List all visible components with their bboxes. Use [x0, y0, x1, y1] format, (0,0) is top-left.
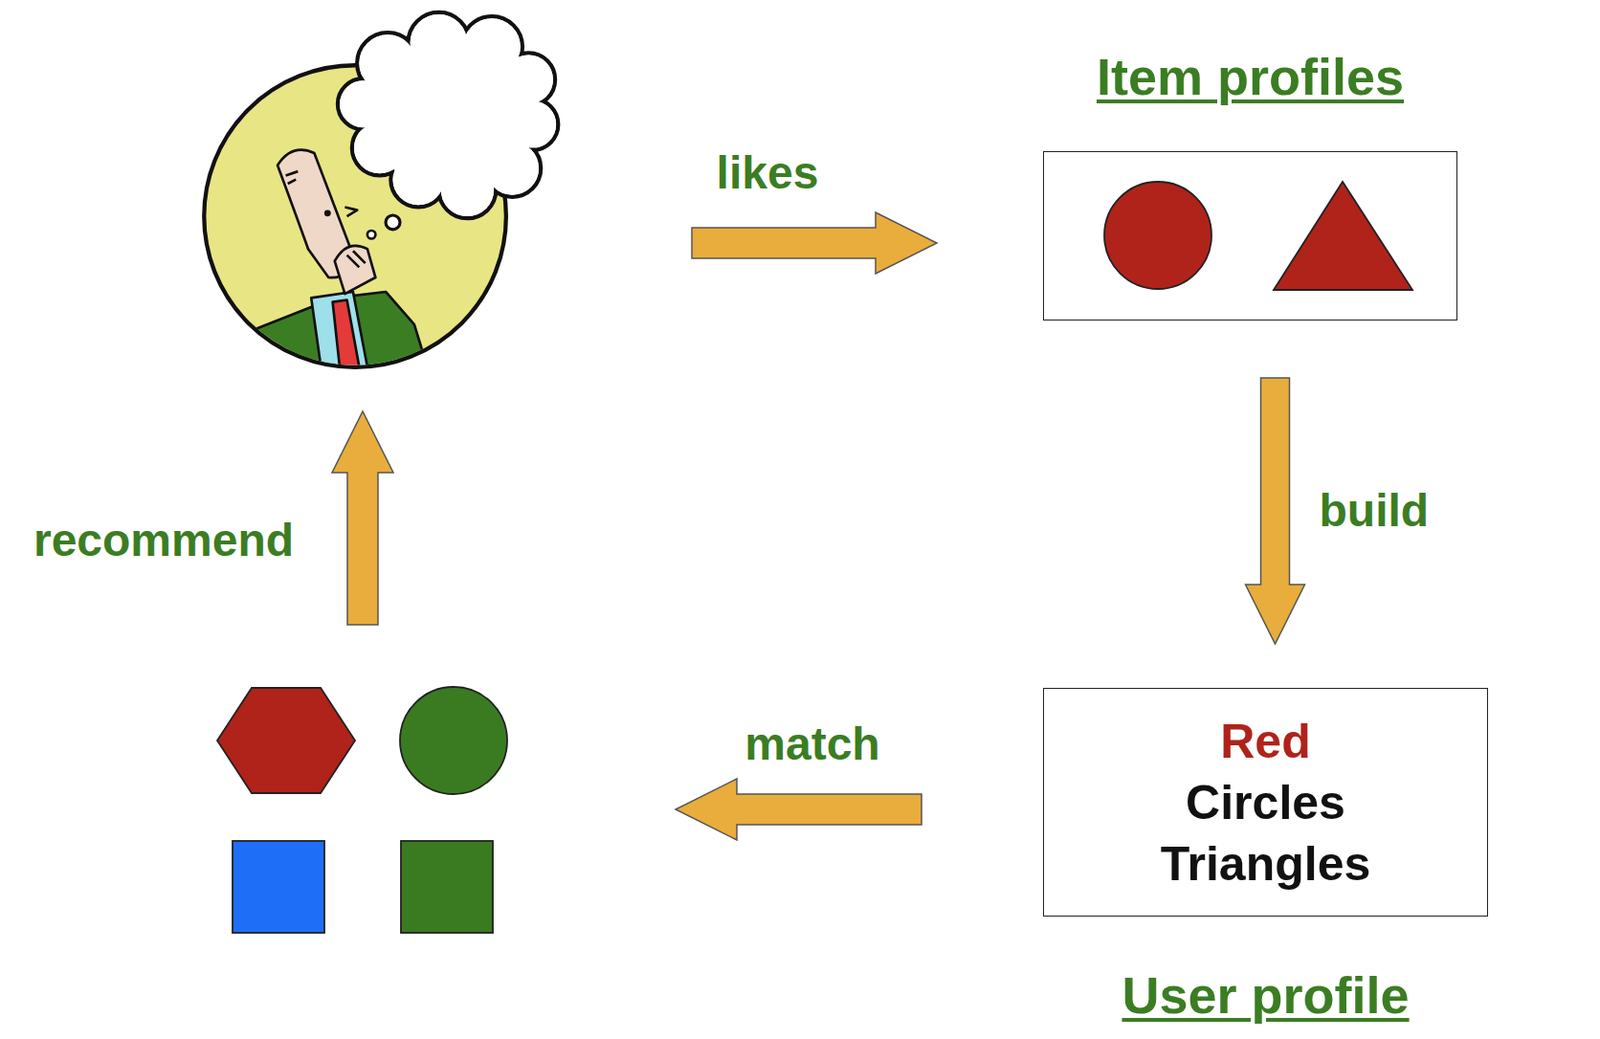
- arrow-label: match: [744, 717, 880, 772]
- section-heading: Item profiles: [1005, 44, 1495, 109]
- match-arrow: [675, 778, 922, 841]
- arrow-label: likes: [716, 146, 820, 200]
- arrow-label: build: [1319, 484, 1430, 538]
- section-heading: User profile: [1005, 963, 1526, 1027]
- profile-text: Circles: [1185, 772, 1346, 834]
- recommend-arrow: [332, 411, 394, 625]
- green-square: [400, 841, 493, 934]
- box-body: RedCirclesTriangles: [1044, 688, 1488, 916]
- thought-cloud: [337, 12, 558, 240]
- likes-arrow: [691, 212, 937, 274]
- red-hexagon: [217, 688, 356, 794]
- arrow-label: recommend: [33, 513, 294, 568]
- user-profile-box: RedCirclesTrianglesUser profile: [1043, 688, 1489, 917]
- block-arrow: [1245, 377, 1306, 645]
- green-circle: [400, 687, 508, 795]
- profile-text: Triangles: [1160, 833, 1372, 895]
- red-triangle: [1273, 181, 1413, 290]
- red-circle: [1104, 181, 1212, 289]
- user-illustration: [203, 12, 558, 388]
- box-body: [1044, 152, 1457, 320]
- profile-text: Red: [1220, 711, 1311, 773]
- item-profiles-box: Item profiles: [1043, 151, 1458, 321]
- blue-square: [232, 841, 325, 934]
